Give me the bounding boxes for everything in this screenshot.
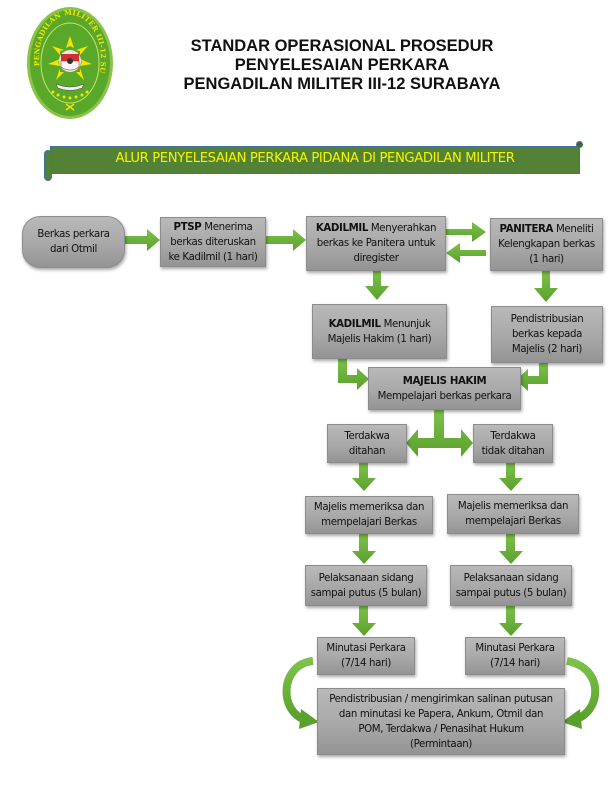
arrow-kadilmil-down — [365, 271, 389, 300]
panitera-line-1: Meneliti — [553, 224, 594, 235]
banner-scroll-roll-left — [44, 150, 52, 181]
arrow-tunjuk-to-majelis — [338, 358, 369, 390]
arrow-left-sidang-down — [352, 606, 376, 636]
flow-box-terdakwa-tidak-ditahan: Terdakwa tidak ditahan — [473, 424, 553, 463]
final-line-2: dan minutasi ke Papera, Ankum, Otmil dan — [338, 708, 544, 720]
arrow-ptsp-to-kadilmil — [266, 229, 306, 251]
panitera-line-2: Kelengkapan berkas — [498, 239, 595, 250]
distribusi-line-2: berkas kepada — [511, 329, 583, 340]
flow-box-terdakwa-ditahan: Terdakwa ditahan — [327, 424, 407, 463]
right-sidang-line-1: Pelaksanaan sidang — [463, 572, 559, 584]
right-minutasi-line-1: Minutasi Perkara — [475, 643, 555, 654]
final-line-4: (Permintaan) — [410, 738, 472, 750]
left-sidang-line-1: Pelaksanaan sidang — [318, 572, 414, 584]
flow-box-final-distribusi: Pendistribusian / mengirimkan salinan pu… — [317, 688, 565, 755]
right-status-line-1: Terdakwa — [490, 430, 536, 442]
arrow-right-sidang-down — [499, 606, 523, 636]
page-title: STANDAR OPERASIONAL PROSEDUR PENYELESAIA… — [150, 37, 534, 94]
distribusi-line-1: Pendistribusian — [510, 314, 584, 325]
flow-box-ptsp: PTSP Menerima berkas diteruskan ke Kadil… — [160, 217, 266, 267]
flow-box-left-minutasi: Minutasi Perkara (7/14 hari) — [317, 637, 415, 675]
arrow-right-periksa-down — [499, 533, 523, 564]
arrow-majelis-split — [406, 410, 473, 457]
majelis-hakim-line-2: Mempelajari berkas perkara — [377, 390, 512, 402]
court-emblem-icon: PENGADILAN MILITER III-12 SURABAYA — [26, 6, 113, 119]
start-line-2: dari Otmil — [49, 244, 98, 255]
left-minutasi-line-2: (7/14 hari) — [341, 658, 391, 669]
ptsp-line-3: ke Kadilmil (1 hari) — [168, 251, 258, 263]
flow-box-left-sidang: Pelaksanaan sidang sampai putus (5 bulan… — [305, 565, 427, 606]
flow-box-distribusi-majelis: Pendistribusian berkas kepada Majelis (2… — [491, 306, 603, 363]
left-periksa-line-1: Majelis memeriksa dan — [313, 502, 425, 513]
panitera-bold: PANITERA — [499, 224, 554, 235]
banner-scroll-body — [50, 146, 580, 174]
left-status-line-1: Terdakwa — [344, 430, 390, 442]
flow-box-majelis-hakim: MAJELIS HAKIM Mempelajari berkas perkara — [368, 367, 521, 410]
flow-box-kadilmil-register: KADILMIL Menyerahkan berkas ke Panitera … — [306, 216, 446, 271]
panitera-line-3: (1 hari) — [529, 254, 564, 265]
arrow-right-status-down — [499, 463, 523, 491]
kadilmil-register-line-3: diregister — [353, 253, 399, 264]
arrow-right-minutasi-curve — [565, 657, 600, 724]
arrow-right-curve-head — [562, 709, 582, 729]
left-minutasi-line-1: Minutasi Perkara — [326, 643, 406, 654]
final-line-3: POM, Terdakwa / Penasihat Hukum — [358, 723, 524, 735]
start-line-1: Berkas perkara — [37, 229, 110, 240]
title-line-1: STANDAR OPERASIONAL PROSEDUR — [190, 37, 494, 55]
flow-box-left-periksa: Majelis memeriksa dan mempelajari Berkas — [305, 496, 433, 534]
arrow-left-status-down — [352, 463, 376, 491]
arrow-start-to-ptsp — [125, 229, 160, 251]
flow-box-right-minutasi: Minutasi Perkara (7/14 hari) — [465, 637, 565, 675]
ptsp-line-1: Menerima — [201, 221, 253, 233]
right-status-line-2: tidak ditahan — [481, 445, 545, 457]
kadilmil-tunjuk-line-2: Majelis Hakim (1 hari) — [327, 333, 432, 345]
left-periksa-line-2: mempelajari Berkas — [321, 517, 417, 528]
banner-scroll-roll-right — [576, 141, 583, 148]
right-periksa-line-1: Majelis memeriksa dan — [457, 501, 569, 512]
ptsp-bold: PTSP — [173, 221, 202, 233]
right-periksa-line-2: mempelajari Berkas — [465, 516, 561, 527]
flow-box-right-sidang: Pelaksanaan sidang sampai putus (5 bulan… — [450, 565, 572, 606]
title-line-2: PENYELESAIAN PERKARA — [234, 56, 450, 74]
kadilmil-tunjuk-bold: KADILMIL — [328, 318, 381, 330]
flow-box-right-periksa: Majelis memeriksa dan mempelajari Berkas — [447, 494, 579, 534]
flow-box-kadilmil-tunjuk: KADILMIL Menunjuk Majelis Hakim (1 hari) — [312, 304, 447, 359]
majelis-hakim-bold: MAJELIS HAKIM — [402, 375, 487, 387]
arrow-left-curve-head — [299, 709, 319, 729]
arrow-panitera-to-kadilmil — [446, 243, 486, 263]
kadilmil-tunjuk-line-1: Menunjuk — [380, 318, 431, 330]
left-sidang-line-2: sampai putus (5 bulan) — [310, 587, 422, 599]
flow-box-start: Berkas perkara dari Otmil — [22, 216, 125, 268]
kadilmil-register-bold: KADILMIL — [315, 223, 368, 234]
arrow-left-periksa-down — [352, 533, 376, 564]
arrow-left-minutasi-curve — [282, 657, 314, 724]
kadilmil-register-line-1: Menyerahkan — [367, 223, 437, 234]
flow-box-panitera: PANITERA Meneliti Kelengkapan berkas (1 … — [490, 218, 603, 271]
final-line-1: Pendistribusian / mengirimkan salinan pu… — [329, 693, 553, 705]
arrow-kadilmil-to-panitera — [446, 222, 486, 242]
banner-title: ALUR PENYELESAIAN PERKARA PIDANA DI PENG… — [115, 151, 515, 166]
ptsp-line-2: berkas diteruskan — [170, 236, 256, 248]
distribusi-line-3: Majelis (2 hari) — [511, 344, 583, 355]
right-sidang-line-2: sampai putus (5 bulan) — [455, 587, 567, 599]
arrow-panitera-down — [534, 271, 558, 302]
title-line-3: PENGADILAN MILITER III-12 SURABAYA — [183, 75, 501, 93]
left-status-line-2: ditahan — [348, 445, 386, 457]
kadilmil-register-line-2: berkas ke Panitera untuk — [316, 238, 436, 249]
right-minutasi-line-2: (7/14 hari) — [490, 658, 540, 669]
section-banner: ALUR PENYELESAIAN PERKARA PIDANA DI PENG… — [44, 141, 583, 181]
